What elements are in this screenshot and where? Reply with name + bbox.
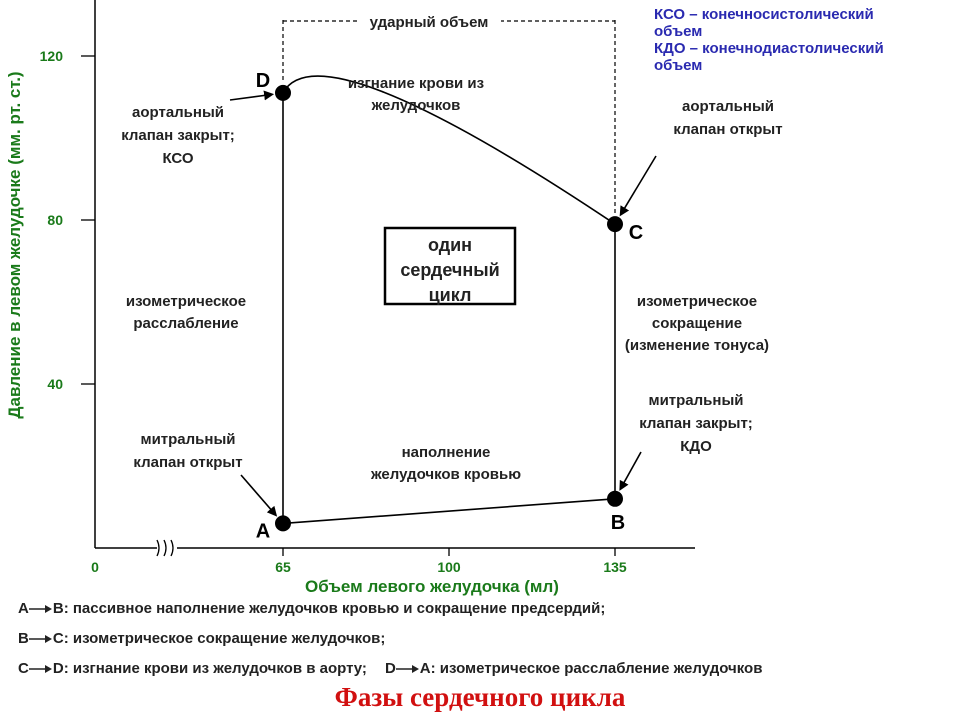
- y-tick-label: 40: [47, 376, 63, 392]
- stroke-volume-indicator: ударный объем: [282, 9, 616, 215]
- segment-label-line: изометрическое: [637, 293, 757, 310]
- point-label: B: [611, 512, 625, 534]
- phase-text: : изгнание крови из желудочков в аорту;: [63, 660, 367, 677]
- segment-label-line: желудочков кровью: [370, 466, 521, 483]
- center-box-line: один: [428, 235, 472, 255]
- axes: [94, 0, 695, 557]
- center-box-line: сердечный: [400, 260, 499, 280]
- annotation-arrow: [229, 90, 275, 101]
- legend-line: КДО – конечнодиастолический: [654, 40, 884, 57]
- y-axis-title: Давление в левом желудочке (мм. рт. ст.): [5, 71, 24, 418]
- x-ticks: 0 65 100 135: [91, 548, 627, 575]
- right-arrow-icon: [395, 665, 419, 674]
- annotation-line: клапан закрыт;: [639, 415, 753, 432]
- center-box-line: цикл: [429, 285, 472, 305]
- annotation-arrow: [619, 451, 642, 491]
- annotation-C: аортальный клапан открыт: [673, 98, 782, 138]
- segment-label-line: сокращение: [652, 315, 742, 332]
- point-D: [275, 84, 291, 101]
- y-tick-label: 80: [47, 212, 63, 228]
- y-tick-label: 120: [40, 48, 64, 64]
- segment-label-line: изгнание крови из: [348, 75, 484, 92]
- phase-text: : изометрическое расслабление желудочков: [430, 660, 763, 677]
- point-label: C: [629, 222, 643, 244]
- segment-label: изгнание крови из желудочков: [348, 75, 484, 114]
- axis-break-mark: [156, 539, 174, 557]
- annotation-arrow: [619, 155, 657, 217]
- right-arrow-icon: [28, 665, 52, 674]
- annotation-A: митральный клапан открыт: [133, 431, 242, 471]
- phase-row-bc: B C: изометрическое сокращение желудочков…: [18, 628, 958, 658]
- annotation-arrow: [240, 474, 278, 517]
- legend-line: объем: [654, 57, 702, 74]
- segment-label-line: расслабление: [133, 315, 238, 332]
- phase-text: : пассивное наполнение желудочков кровью…: [63, 600, 606, 617]
- annotation-line: клапан закрыт;: [121, 127, 235, 144]
- segment-label: наполнение желудочков кровью: [370, 444, 521, 483]
- center-box-frame: [383, 226, 517, 306]
- annotation-B: митральный клапан закрыт; КДО: [639, 392, 753, 455]
- annotation-D: аортальный клапан закрыт; КСО: [121, 104, 235, 167]
- annotation-line: аортальный: [132, 104, 224, 121]
- phase-row-ab: A B: пассивное наполнение желудочков кров…: [18, 598, 958, 628]
- loop-points: A B C D: [256, 70, 643, 543]
- y-ticks: 40 80 120: [40, 48, 95, 392]
- phase-text: : изометрическое сокращение желудочков;: [63, 630, 386, 647]
- annotation-line: КСО: [162, 150, 193, 167]
- segment-label: изометрическое расслабление: [126, 293, 246, 332]
- phase-to: A: [419, 660, 431, 677]
- pressure-volume-chart: 0 65 100 135 40 80 120 Объем левого желудочка…: [5, 0, 884, 596]
- center-box-text: один сердечный цикл: [400, 235, 499, 305]
- phase-to: C: [52, 630, 64, 647]
- annotation-line: аортальный: [682, 98, 774, 115]
- segment-label-line: наполнение: [402, 444, 491, 461]
- phase-to: D: [52, 660, 64, 677]
- point-B: [607, 490, 623, 507]
- x-axis-title: Объем левого желудочка (мл): [305, 577, 559, 596]
- annotation-line: клапан открыт: [133, 454, 242, 471]
- loop-segments: наполнение желудочков кровью изометрическо…: [126, 75, 769, 525]
- phase-from: B: [18, 630, 29, 647]
- stroke-volume-label-bg: [357, 9, 501, 31]
- phase-from: C: [18, 660, 29, 677]
- right-arrow-icon: [28, 635, 52, 644]
- segment-label-line: желудочков: [371, 97, 461, 114]
- page-title: Фазы сердечного цикла: [334, 682, 626, 712]
- phase-from: D: [384, 660, 396, 677]
- segment-label-line: (изменение тонуса): [625, 337, 769, 354]
- annotation-line: митральный: [648, 392, 743, 409]
- point-C: [607, 216, 623, 233]
- loop-segment: [282, 498, 616, 525]
- annotation-line: клапан открыт: [673, 121, 782, 138]
- stroke-volume-label: ударный объем: [370, 14, 489, 31]
- loop-segment-ejection: [282, 75, 616, 225]
- annotations: аортальный клапан закрыт; КСО аортальный кла…: [121, 90, 783, 517]
- x-tick-label: 100: [437, 559, 461, 575]
- point-A: [275, 515, 291, 532]
- legend-line: КСО – конечносистолический: [654, 6, 874, 23]
- segment-label-line: изометрическое: [126, 293, 246, 310]
- x-tick-label: 0: [91, 559, 99, 575]
- segment-label: изометрическое сокращение (изменение тонус…: [625, 293, 769, 354]
- point-label: D: [256, 70, 270, 92]
- right-arrow-icon: [28, 605, 52, 614]
- point-label: A: [256, 520, 270, 542]
- phase-from: A: [18, 600, 29, 617]
- x-tick-label: 65: [275, 559, 291, 575]
- x-tick-label: 135: [603, 559, 627, 575]
- center-box: один сердечный цикл: [383, 226, 517, 306]
- annotation-line: митральный: [140, 431, 235, 448]
- phase-to: B: [52, 600, 64, 617]
- annotation-line: КДО: [680, 438, 712, 455]
- legend-line: объем: [654, 23, 702, 40]
